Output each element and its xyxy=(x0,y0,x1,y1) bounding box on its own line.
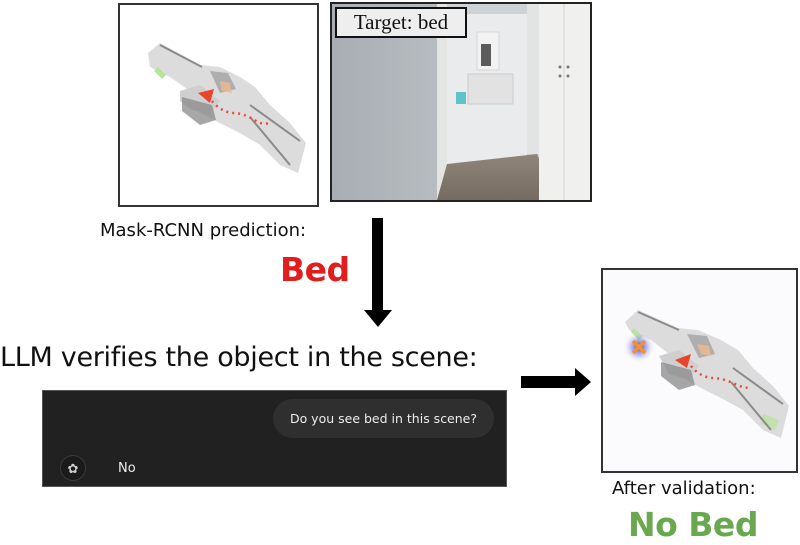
validation-result: No Bed xyxy=(628,505,758,544)
mask-rcnn-prediction: Bed xyxy=(280,250,350,289)
assistant-reply: No xyxy=(118,461,136,476)
mask-rcnn-caption: Mask-RCNN prediction: xyxy=(100,220,307,241)
top-down-map-left xyxy=(118,3,319,207)
chat-window: Do you see bed in this scene? ✿ No xyxy=(42,390,507,487)
target-label: Target: bed xyxy=(335,7,467,38)
arrow-right-icon xyxy=(521,376,577,388)
egocentric-photo: Target: bed xyxy=(330,2,592,202)
floorplan-map-icon xyxy=(148,43,306,173)
openai-logo-icon: ✿ xyxy=(60,455,86,481)
llm-caption: LLM verifies the object in the scene: xyxy=(0,342,478,373)
user-message-bubble: Do you see bed in this scene? xyxy=(272,399,494,438)
top-down-map-right xyxy=(601,268,798,473)
arrow-right-head-icon xyxy=(575,368,591,396)
validation-caption: After validation: xyxy=(612,478,756,499)
arrow-down-icon xyxy=(372,218,383,312)
floorplan-map-with-marker-icon xyxy=(623,310,789,438)
arrow-down-head-icon xyxy=(364,310,392,327)
